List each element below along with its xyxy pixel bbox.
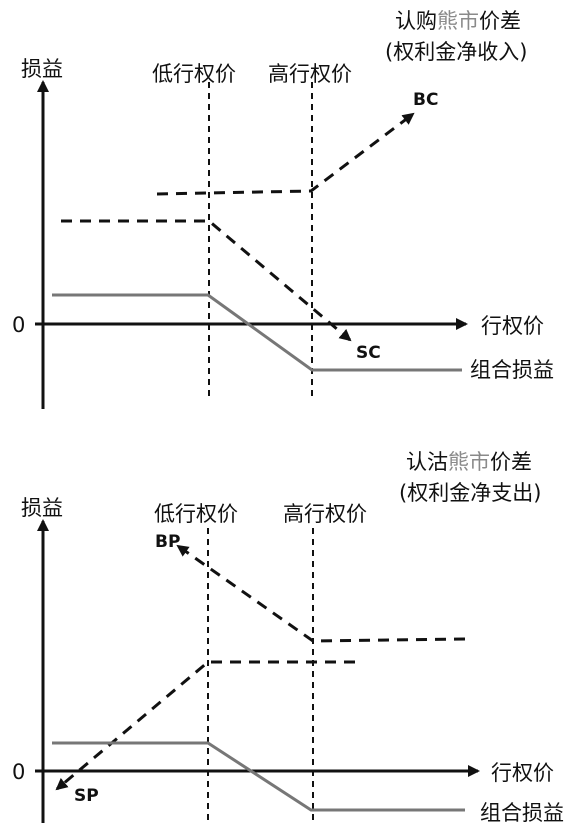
call-bear-y-axis-label: 损益 bbox=[21, 57, 63, 81]
call-bear-high-strike-label: 高行权价 bbox=[268, 62, 352, 86]
call-bear-bc-line bbox=[156, 112, 415, 196]
put-bear-title-prefix: 认沽 bbox=[406, 450, 448, 474]
call-bear-spread-panel: 认购熊市价差 (权利金净收入) 损益 低行权价 高行权价 0 行权价 BC SC… bbox=[12, 9, 554, 409]
call-bear-sc-label: SC bbox=[356, 343, 381, 363]
put-bear-sp-label: SP bbox=[74, 786, 99, 806]
call-bear-title-suffix: 价差 bbox=[479, 9, 521, 33]
put-bear-title-line2: (权利金净支出) bbox=[399, 481, 541, 505]
put-bear-x-axis-label: 行权价 bbox=[491, 761, 554, 785]
call-bear-zero-label: 0 bbox=[12, 313, 25, 337]
put-bear-title-line1: 认沽熊市价差 bbox=[406, 450, 532, 474]
put-bear-low-strike-label: 低行权价 bbox=[154, 502, 238, 526]
put-bear-bp-label: BP bbox=[155, 532, 180, 552]
put-bear-sp-line bbox=[55, 660, 355, 791]
call-bear-combined-line bbox=[52, 293, 462, 372]
put-bear-zero-label: 0 bbox=[12, 760, 25, 784]
put-bear-title-suffix: 价差 bbox=[490, 450, 532, 474]
put-bear-combined-line bbox=[52, 741, 465, 812]
call-bear-title-prefix: 认购 bbox=[395, 9, 437, 33]
call-bear-low-strike-label: 低行权价 bbox=[152, 62, 236, 86]
put-bear-bp-line bbox=[176, 544, 466, 643]
put-bear-y-axis-label: 损益 bbox=[21, 496, 63, 520]
put-bear-title-highlight: 熊市 bbox=[448, 450, 490, 474]
call-bear-x-axis-label: 行权价 bbox=[481, 314, 544, 338]
call-bear-title-line2: (权利金净收入) bbox=[385, 40, 527, 64]
call-bear-title-line1: 认购熊市价差 bbox=[395, 9, 521, 33]
call-bear-combo-label: 组合损益 bbox=[470, 358, 554, 382]
call-bear-bc-label: BC bbox=[413, 90, 438, 110]
put-bear-high-strike-label: 高行权价 bbox=[283, 502, 367, 526]
put-bear-spread-panel: 认沽熊市价差 (权利金净支出) 损益 低行权价 高行权价 0 行权价 BP SP… bbox=[12, 450, 564, 823]
call-bear-sc-line bbox=[61, 219, 352, 342]
call-bear-title-highlight: 熊市 bbox=[437, 9, 479, 33]
put-bear-combo-label: 组合损益 bbox=[480, 801, 564, 823]
